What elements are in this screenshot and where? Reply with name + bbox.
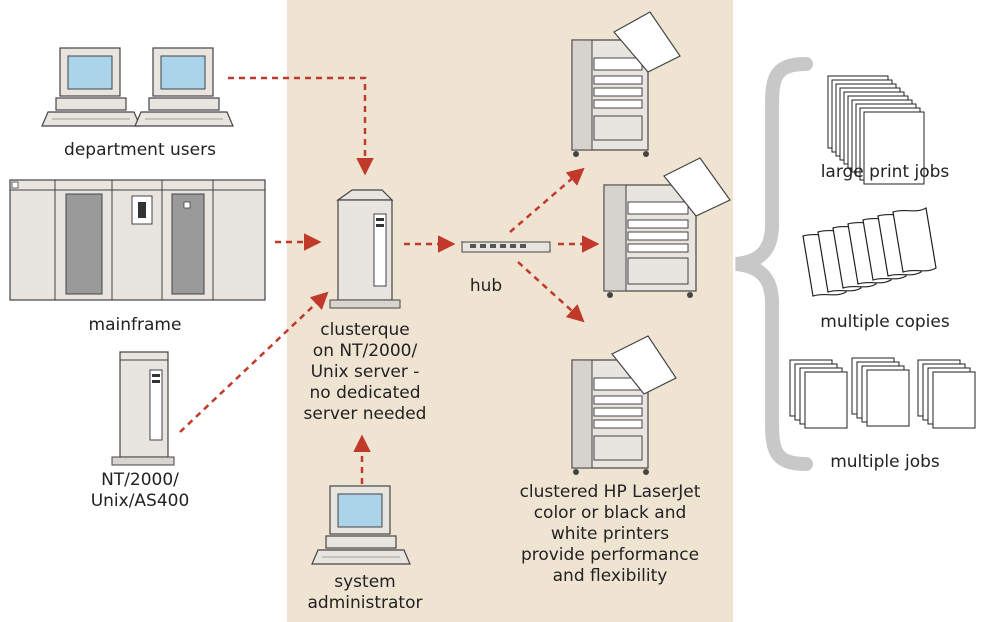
label-line: NT/2000/ xyxy=(101,470,179,490)
label-line: Unix server - xyxy=(310,362,420,382)
arrow-hub-to-printer-bottom xyxy=(517,261,585,323)
label-line: Unix/AS400 xyxy=(90,491,190,511)
label-large-print-jobs: large print jobs xyxy=(820,162,950,182)
label-hub: hub xyxy=(469,276,503,296)
label-mainframe: mainframe xyxy=(88,315,182,335)
label-printers: clustered HP LaserJet color or black and… xyxy=(495,482,725,587)
label-line: system xyxy=(334,572,396,592)
workstation-icon-department-user-2 xyxy=(134,47,234,127)
label-line: administrator xyxy=(307,593,423,613)
printer-icon-bottom xyxy=(571,335,677,475)
server-tower-icon-as400 xyxy=(111,351,175,466)
hub-icon xyxy=(460,241,552,253)
label-department-users: department users xyxy=(64,140,216,160)
label-multiple-jobs: multiple jobs xyxy=(830,452,940,472)
label-line: white printers xyxy=(550,524,670,544)
large-print-jobs-icon xyxy=(827,75,925,185)
mainframe-icon xyxy=(9,179,266,301)
label-line: and flexibility xyxy=(552,566,668,586)
label-line: no dedicated xyxy=(309,383,421,403)
workstation-icon-department-user-1 xyxy=(41,47,141,127)
label-line: clustered HP LaserJet xyxy=(519,482,701,502)
printer-icon-top xyxy=(571,11,681,157)
workstation-icon-system-administrator xyxy=(311,485,411,565)
server-tower-icon-clusterque xyxy=(329,189,401,309)
label-line: on NT/2000/ xyxy=(312,341,418,361)
multiple-jobs-icon xyxy=(789,357,976,429)
grouping-bracket xyxy=(735,57,813,471)
arrow-as400-to-server xyxy=(179,291,329,433)
label-nt-unix-as400: NT/2000/ Unix/AS400 xyxy=(70,470,210,512)
label-line: provide performance xyxy=(520,545,700,565)
multiple-copies-icon xyxy=(802,207,937,297)
label-multiple-copies: multiple copies xyxy=(820,312,950,332)
label-line: server needed xyxy=(303,404,427,424)
label-clusterque: clusterque on NT/2000/ Unix server - no … xyxy=(290,320,440,425)
label-line: color or black and xyxy=(533,503,687,523)
printer-icon-middle xyxy=(603,157,731,298)
arrow-hub-to-printer-top xyxy=(509,167,585,233)
label-line: clusterque xyxy=(320,320,410,340)
label-system-administrator: system administrator xyxy=(295,572,435,614)
arrow-users-to-server xyxy=(228,76,374,176)
